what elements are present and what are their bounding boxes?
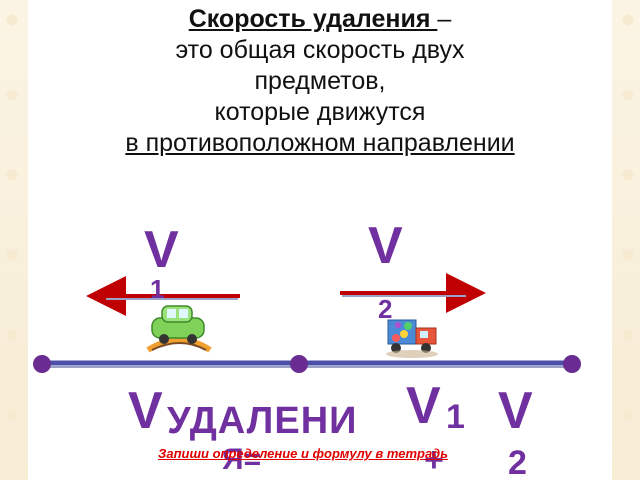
velocity-v2-letter: V — [368, 217, 403, 275]
definition-line-1: Скорость удаления – — [30, 4, 610, 35]
definition-dash: – — [437, 5, 452, 33]
truck-icon — [386, 319, 438, 358]
decorative-border-right — [612, 0, 640, 480]
formula-v1-letter: V — [406, 377, 441, 435]
formula-v2-subscript: 2 — [508, 444, 527, 482]
definition-term: Скорость удаления — [188, 5, 438, 33]
definition-line-3: предметов, — [254, 67, 386, 95]
point-end — [563, 355, 581, 373]
point-middle — [290, 355, 308, 373]
formula-plus: + — [424, 441, 444, 479]
formula-word: УДАЛЕНИ — [167, 400, 358, 442]
definition-line-5: в противоположном направлении — [125, 129, 515, 157]
formula-word-end: Я= — [222, 443, 262, 476]
point-start — [33, 355, 51, 373]
definition-line-4: которые движутся — [214, 98, 426, 126]
instruction-note: Запиши определение и формулу в тетрадь — [158, 446, 448, 461]
left-arrow — [86, 276, 240, 316]
definition-text: Скорость удаления – это общая скорость д… — [30, 4, 610, 159]
velocity-v1-letter: V — [144, 221, 179, 279]
axis-line — [42, 360, 574, 368]
decorative-border-left — [0, 0, 28, 480]
car-icon — [146, 305, 212, 353]
definition-line-2: это общая скорость двух — [175, 36, 465, 64]
right-arrow — [340, 273, 486, 313]
formula-v2-letter: V — [498, 382, 533, 440]
velocity-v1-subscript: 1 — [150, 274, 165, 304]
formula-v-letter: V — [128, 382, 163, 440]
velocity-v2-subscript: 2 — [378, 294, 393, 324]
formula-v1-subscript: 1 — [446, 398, 465, 436]
